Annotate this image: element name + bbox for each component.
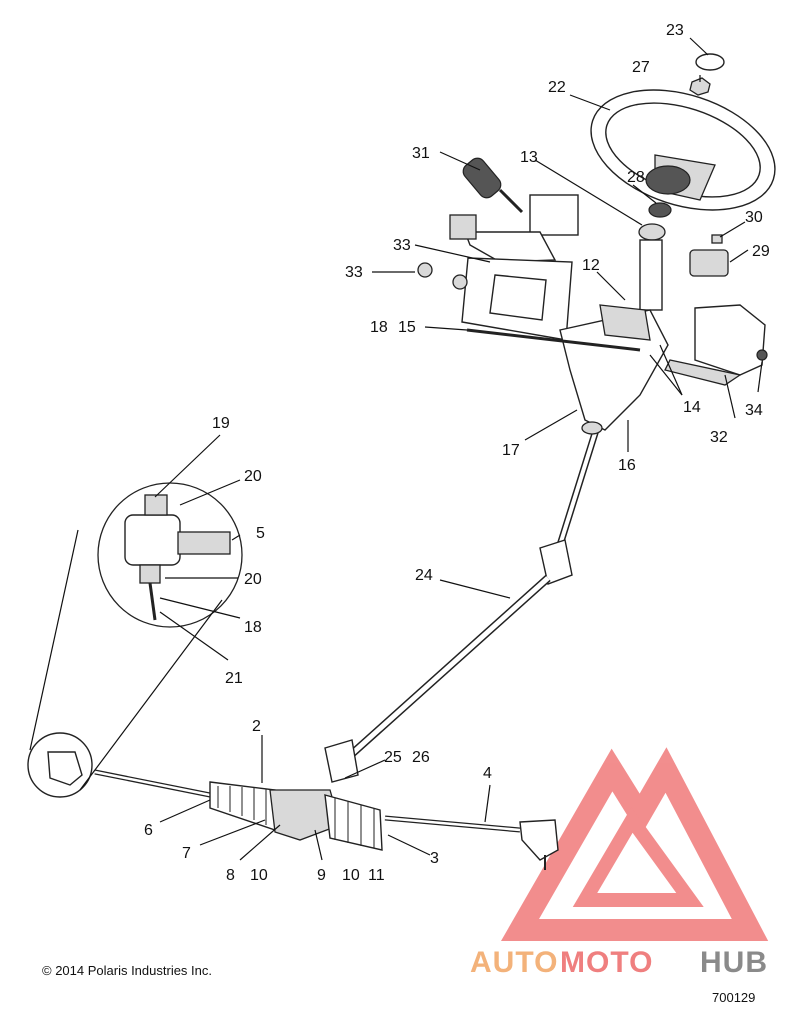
diagram-number: 700129 xyxy=(712,990,755,1005)
callout-18-detail: 18 xyxy=(244,619,262,636)
callout-16: 16 xyxy=(618,457,636,474)
steering-wheel xyxy=(590,89,776,211)
callout-3: 3 xyxy=(430,850,439,867)
column-bearing xyxy=(638,223,666,241)
callout-15: 15 xyxy=(398,319,416,336)
intermediate-shaft xyxy=(324,421,603,783)
wheel-nut xyxy=(689,77,711,96)
callout-18-top: 18 xyxy=(370,319,388,336)
callout-10-left: 10 xyxy=(250,867,268,884)
callout-9: 9 xyxy=(317,867,326,884)
callout-7: 7 xyxy=(182,845,191,862)
callout-8: 8 xyxy=(226,867,235,884)
callout-31: 31 xyxy=(412,145,430,162)
detail-tie-rod-end xyxy=(124,494,231,621)
callout-27: 27 xyxy=(632,59,650,76)
callout-6: 6 xyxy=(144,822,153,839)
shift-lever-assembly xyxy=(449,157,579,263)
nut-34 xyxy=(756,349,768,361)
tie-rod-end-left xyxy=(47,751,83,786)
mount-bracket xyxy=(664,304,766,386)
callout-20-top: 20 xyxy=(244,468,262,485)
callout-labels: 23 27 22 31 13 28 30 29 33 33 12 18 15 1… xyxy=(144,22,770,884)
callout-19: 19 xyxy=(212,415,230,432)
watermark-hub: HUB xyxy=(700,946,768,979)
callout-24: 24 xyxy=(415,567,433,584)
cap-ring xyxy=(695,53,725,71)
callout-20-bottom: 20 xyxy=(244,571,262,588)
detail-connector-right xyxy=(79,599,223,791)
long-bolt xyxy=(466,328,641,352)
callout-10-right: 10 xyxy=(342,867,360,884)
bolt-a xyxy=(417,262,433,278)
detail-connector-left xyxy=(29,529,79,751)
steering-column xyxy=(559,239,669,431)
callout-25: 25 xyxy=(384,749,402,766)
rack-and-pinion xyxy=(94,769,559,870)
callout-17: 17 xyxy=(502,442,520,459)
callout-12: 12 xyxy=(582,257,600,274)
hub-bushing xyxy=(648,202,672,218)
copyright-text: © 2014 Polaris Industries Inc. xyxy=(42,963,212,978)
callout-26: 26 xyxy=(412,749,430,766)
callout-34: 34 xyxy=(745,402,763,419)
callout-29: 29 xyxy=(752,243,770,260)
bolt-b xyxy=(452,274,468,290)
bezel-plate xyxy=(461,257,573,341)
callout-11: 11 xyxy=(368,867,385,884)
callout-30: 30 xyxy=(745,209,763,226)
callout-22: 22 xyxy=(548,79,566,96)
callout-33-plate: 33 xyxy=(393,237,411,254)
watermark-logo xyxy=(500,747,769,941)
callout-13: 13 xyxy=(520,149,538,166)
callout-21: 21 xyxy=(225,670,243,687)
watermark-text: AUTO MOTO HUB xyxy=(470,946,768,979)
callout-2: 2 xyxy=(252,718,261,735)
callout-5: 5 xyxy=(256,525,265,542)
callout-14: 14 xyxy=(683,399,701,416)
callout-4: 4 xyxy=(483,765,492,782)
screw-30 xyxy=(711,234,723,244)
watermark-moto: MOTO xyxy=(560,946,653,979)
callout-33-bolt: 33 xyxy=(345,264,363,281)
leader-lines xyxy=(154,37,763,861)
callout-28: 28 xyxy=(627,169,645,186)
ignition-switch xyxy=(689,249,729,277)
callout-32: 32 xyxy=(710,429,728,446)
watermark-auto: AUTO xyxy=(470,946,558,979)
callout-23: 23 xyxy=(666,22,684,39)
